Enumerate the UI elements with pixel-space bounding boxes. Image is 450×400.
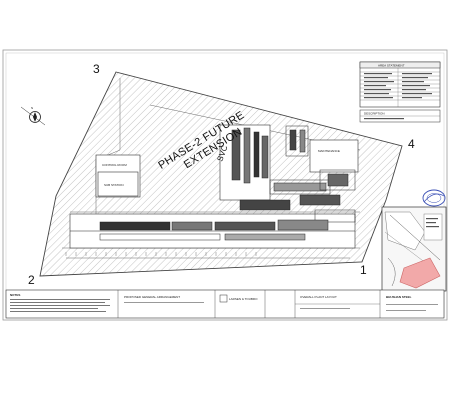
- parking-marks: [65, 252, 257, 256]
- sub-station-label: SUB STATION: [104, 183, 124, 187]
- title-block: NOTES PROPOSED GENERAL ARRANGEMENT LARSE…: [5, 289, 445, 319]
- key-plan-inset: [381, 206, 447, 292]
- area-statement-title: AREA STATEMENT: [378, 64, 405, 68]
- north-arrow-icon: N: [20, 106, 46, 126]
- sub-station-building: [97, 171, 139, 197]
- corner-label-2: 2: [28, 273, 35, 287]
- company-name: LARSEN & TOUBRO: [229, 297, 258, 301]
- area-statement-table: AREA STATEMENT: [359, 61, 441, 108]
- main-building-row: [70, 219, 355, 241]
- notes-title: NOTES: [10, 293, 20, 297]
- client-name: BHUSHAN STEEL: [386, 295, 412, 299]
- legend-table: DESCRIPTION: [359, 109, 441, 123]
- svg-text:N: N: [31, 106, 33, 110]
- maintenance-building: [309, 139, 359, 173]
- equipment-clusters: [231, 125, 356, 223]
- maintenance-label: MAINTENANCE: [318, 149, 340, 153]
- company-logo: LARSEN & TOUBRO: [219, 294, 258, 303]
- description-title: DESCRIPTION: [364, 112, 385, 116]
- approval-stamp: [422, 189, 446, 207]
- project-title: PROPOSED GENERAL ARRANGEMENT: [124, 295, 180, 299]
- corner-label-4: 4: [408, 137, 415, 151]
- corner-label-3: 3: [93, 62, 100, 76]
- control-room-label: CONTROL ROOM: [102, 163, 127, 167]
- corner-label-1: 1: [360, 263, 367, 277]
- drawing-title: OVERALL PLANT LAYOUT: [300, 295, 337, 299]
